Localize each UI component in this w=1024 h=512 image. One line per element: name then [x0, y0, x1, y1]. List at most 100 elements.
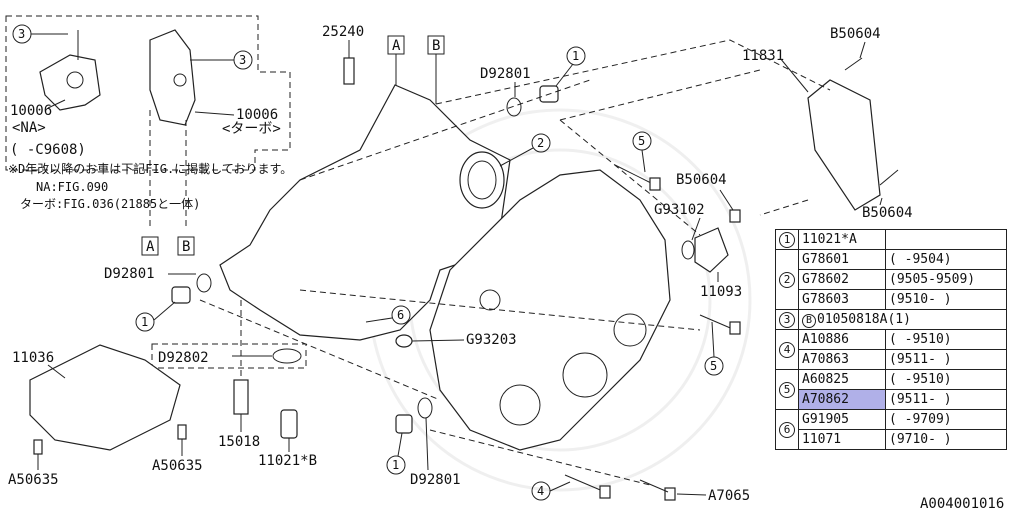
oil-seal: [459, 151, 505, 209]
part-number: 11021*A: [802, 232, 857, 247]
model-range-cell: ( -9510): [885, 329, 1007, 350]
ref-number-cell: 3: [775, 309, 799, 330]
box-b-top: B: [432, 38, 440, 54]
crankcase-left-half: [219, 84, 511, 341]
ref-number: 4: [779, 341, 795, 358]
part-number: G78603: [802, 292, 849, 307]
ref-number: 2: [779, 271, 795, 288]
note-line-1: ※D年改以降のお車は下記FIG.に掲載しております。: [8, 161, 292, 176]
table-row[interactable]: A70862 (9511- ): [776, 389, 1007, 410]
inset-bracket-turbo: [149, 29, 196, 126]
parts-table: 1 11021*A 2 G78601 ( -9504)G78602(9505-9509)…: [775, 229, 1007, 450]
table-row[interactable]: 11071 (9710- ): [776, 429, 1007, 450]
part-11021b: [280, 409, 298, 439]
part-number: 01050818A(1): [817, 311, 911, 327]
label-d92801-top: D92801: [480, 66, 531, 82]
ref-number: 5: [779, 381, 795, 398]
diagram-code: A004001016: [920, 496, 1004, 512]
label-25240: 25240: [322, 24, 364, 40]
label-g93102: G93102: [654, 202, 705, 218]
part-number-cell[interactable]: 11071: [798, 429, 886, 450]
model-range-cell: (9511- ): [885, 349, 1007, 370]
inset-callout-3a: 3: [18, 27, 25, 41]
model-range-cell: ( -9709): [885, 409, 1007, 430]
callout-1-bottom: 1: [392, 458, 399, 472]
label-b50604-bottom: B50604: [862, 205, 913, 221]
part-number-cell[interactable]: A70863: [798, 349, 886, 370]
part-number: A70862: [802, 392, 849, 407]
table-row[interactable]: A70863 (9511- ): [776, 349, 1007, 370]
box-a-top: A: [392, 38, 401, 54]
part-number-cell[interactable]: G78602: [798, 269, 886, 290]
label-g93203: G93203: [466, 332, 517, 348]
callout-1-left: 1: [141, 315, 148, 329]
note-line-3: ターボ:FIG.036(21885と一体): [20, 197, 200, 211]
ref-number: 6: [779, 421, 795, 438]
part-number: G91905: [802, 412, 849, 427]
inset-range: ( -C9608): [10, 142, 86, 158]
label-d92801-left: D92801: [104, 266, 155, 282]
inset-callout-3b: 3: [239, 53, 246, 67]
part-number-cell[interactable]: 11021*A: [798, 229, 886, 250]
part-number: A70863: [802, 352, 849, 367]
ref-number: 3: [779, 311, 795, 328]
inset-label-na: <NA>: [12, 120, 46, 136]
part-number-cell[interactable]: G91905: [798, 409, 886, 430]
inset-frame: [5, 15, 291, 171]
label-b50604-top: B50604: [830, 26, 881, 42]
table-row[interactable]: 6 G91905 ( -9709): [775, 409, 1007, 450]
model-range-cell: (9710- ): [885, 429, 1007, 450]
label-a50635-left: A50635: [8, 472, 59, 488]
callout-2: 2: [537, 136, 544, 150]
model-range-cell: ( -9504): [885, 249, 1007, 270]
part-15018: [233, 379, 249, 415]
label-11021b: 11021*B: [258, 453, 317, 469]
callout-5-mid: 5: [710, 359, 717, 373]
callout-5-top: 5: [638, 134, 645, 148]
part-number-cell[interactable]: G78601: [798, 249, 886, 270]
callout-1-top: 1: [572, 49, 579, 63]
model-range-cell: [885, 229, 1007, 250]
cover-11831: [807, 79, 881, 211]
table-row[interactable]: 2 G78601 ( -9504): [775, 249, 1007, 310]
crankcase-right-half: [429, 169, 671, 451]
label-d92802: D92802: [158, 350, 209, 366]
ref-number-cell: 1: [775, 229, 799, 250]
part-number-cell[interactable]: A60825: [798, 369, 886, 390]
box-a-inset: A: [146, 239, 155, 255]
part-number-cell[interactable]: A70862: [798, 389, 886, 410]
note-line-2: NA:FIG.090: [36, 180, 108, 194]
part-number: G78601: [802, 252, 849, 267]
table-row[interactable]: G78603 (9510- ): [776, 289, 1007, 310]
flange-11093: [694, 227, 729, 273]
part-number: A60825: [802, 372, 849, 387]
label-11831: 11831: [742, 48, 784, 64]
callout-4: 4: [537, 484, 544, 498]
ref-number-cell: 6: [775, 409, 799, 450]
label-b50604-mid: B50604: [676, 172, 727, 188]
prefix-marker: B: [802, 313, 816, 328]
table-row[interactable]: G78602(9505-9509): [776, 269, 1007, 290]
label-15018: 15018: [218, 434, 260, 450]
inset-bracket-na: [39, 54, 101, 111]
box-b-inset: B: [182, 239, 190, 255]
model-range-cell: (9505-9509): [885, 269, 1007, 290]
inset-label-10006-turbo: 10006: [236, 107, 278, 123]
table-row[interactable]: 1 11021*A: [775, 229, 1007, 250]
label-a50635-mid: A50635: [152, 458, 203, 474]
ref-number: 1: [779, 231, 795, 248]
callout-6: 6: [397, 308, 404, 322]
label-d92801-bottom: D92801: [410, 472, 461, 488]
inset-label-turbo: <ターボ>: [222, 121, 281, 137]
model-range-cell: (9510- ): [885, 289, 1007, 310]
part-number-cell[interactable]: G78603: [798, 289, 886, 310]
part-number-cell[interactable]: A10886: [798, 329, 886, 350]
part-number: 11071: [802, 432, 842, 447]
model-range-cell: (9511- ): [885, 389, 1007, 410]
shield-11036: [29, 344, 181, 451]
